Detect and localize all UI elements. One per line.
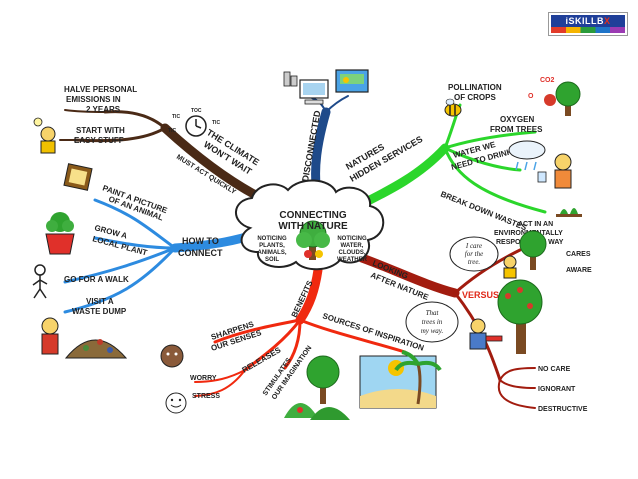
person-lightbulb-icon <box>33 117 56 154</box>
beach-scene-icon <box>359 350 442 409</box>
threatened-tree-icon <box>497 279 543 354</box>
connect-visit-1: VISIT A <box>86 297 114 306</box>
logo-wordmark: iSKILLBX <box>551 15 625 27</box>
bubble-care-1: I care <box>465 242 482 250</box>
looking-aware: AWARE <box>566 267 592 274</box>
benefits-releases: RELEASES <box>241 345 283 375</box>
clock-tic-3: TIC <box>168 128 176 134</box>
central-tree-icon <box>296 220 330 260</box>
services-pollination-1: POLLINATION <box>448 83 502 92</box>
center-title-line2: WITH NATURE <box>278 221 348 232</box>
looking-destructive: DESTRUCTIVE <box>538 406 588 413</box>
center-left-note: NOTICING PLANTS, ANIMALS, SOIL <box>257 236 287 263</box>
speech-bubble-way: That trees in my way. <box>405 301 459 343</box>
walking-person-icon <box>32 264 48 299</box>
center-left-note-1: NOTICING <box>257 236 287 242</box>
sensing-face-icon <box>160 344 184 368</box>
center-right-note: NOTICING WATER, CLOUDS, WEATHER <box>337 236 368 263</box>
versus-label: VERSUS <box>462 290 499 300</box>
looking-no-care: NO CARE <box>538 366 571 373</box>
bubble-way-2: trees in <box>422 318 443 326</box>
center-right-note-1: NOTICING <box>337 236 367 242</box>
looking-ignorant: IGNORANT <box>538 386 576 393</box>
bubble-way-3: my way. <box>421 327 444 335</box>
center-right-note-3: CLOUDS, <box>339 250 366 256</box>
center-left-note-3: ANIMALS, <box>258 250 287 256</box>
clock-toc: TOC <box>191 108 202 114</box>
buildings-icon <box>283 71 298 87</box>
branch-benefits <box>194 265 407 397</box>
connect-walk: GO FOR A WALK <box>64 275 129 284</box>
bubble-way-1: That <box>426 309 440 317</box>
logo-stripe <box>551 27 625 33</box>
bubble-care-2: for the <box>465 250 483 258</box>
center-right-note-2: WATER, <box>341 243 364 249</box>
computer-icon <box>299 79 329 105</box>
caring-tree-icon <box>503 230 547 279</box>
looking-act-1: ACT IN AN <box>518 221 553 228</box>
waste-dump-icon <box>41 317 128 359</box>
rain-cloud-icon <box>508 140 546 171</box>
center-title-line1: CONNECTING <box>279 210 346 221</box>
benefits-worry: WORRY <box>190 375 217 382</box>
connect-label-line1: HOW TO <box>182 236 219 246</box>
painting-frame-icon <box>63 163 93 191</box>
iskillbox-logo: iSKILLBX <box>548 12 628 36</box>
services-break: BREAK DOWN WASTES <box>439 190 528 233</box>
connect-labels: HOW TO CONNECT PAINT A PICTURE OF AN ANI… <box>64 183 223 316</box>
center-left-note-4: SOIL <box>265 257 279 263</box>
center-left-note-2: PLANTS, <box>259 243 285 249</box>
bee-icon <box>444 98 462 117</box>
speech-bubble-care: I care for the tree. <box>449 236 499 272</box>
oxygen-tree-icon <box>544 81 581 116</box>
services-oxygen-2: FROM TREES <box>490 125 543 134</box>
clock-tic-1: TIC <box>172 114 180 120</box>
jungle-scene-icon <box>284 355 350 420</box>
tv-screen-icon <box>335 69 369 93</box>
services-co2: CO2 <box>540 77 555 84</box>
compost-plants-icon <box>556 208 582 217</box>
services-pollination-2: OF CROPS <box>454 93 496 102</box>
connect-visit-2: WASTE DUMP <box>72 307 127 316</box>
chainsaw-person-icon <box>469 318 503 350</box>
calm-face-icon <box>165 392 187 414</box>
climate-halve-3: 2 YEARS <box>86 105 121 114</box>
center-right-note-4: WEATHER <box>337 257 368 263</box>
bubble-care-3: tree. <box>468 258 481 266</box>
services-oxygen-1: OXYGEN <box>500 115 534 124</box>
climate-start-2: EASY STUFF <box>74 136 124 145</box>
potted-plant-icon <box>45 212 75 255</box>
connect-label-line2: CONNECT <box>178 248 223 258</box>
climate-start-1: START WITH <box>76 126 125 135</box>
clock-icon <box>185 115 207 137</box>
person-drinking-icon <box>537 153 572 189</box>
clock-tic-2: TIC <box>212 120 220 126</box>
services-o2: O <box>528 93 534 100</box>
climate-halve-2: EMISSIONS IN <box>66 95 121 104</box>
benefits-stress: STRESS <box>192 393 220 400</box>
looking-cares: CARES <box>566 251 591 258</box>
climate-halve-1: HALVE PERSONAL <box>64 85 137 94</box>
